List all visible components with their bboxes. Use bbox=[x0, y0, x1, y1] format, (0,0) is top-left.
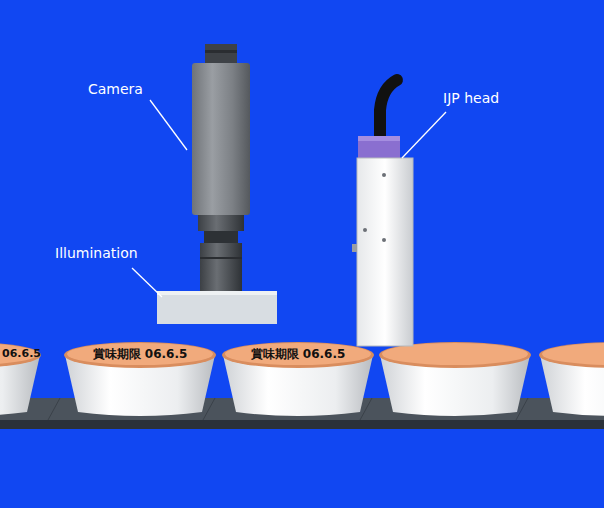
illumination-plate bbox=[157, 291, 277, 324]
conveyor-edge bbox=[0, 420, 604, 429]
ijp-head-label: IJP head bbox=[443, 90, 499, 107]
cups bbox=[0, 342, 604, 416]
ijp-head bbox=[352, 80, 413, 346]
printed-date: 賞味期限 06.6.5 bbox=[251, 347, 346, 361]
illumination-label: Illumination bbox=[55, 245, 138, 262]
leader-lines bbox=[132, 100, 446, 297]
printed-date: 賞味期限 06.6.5 bbox=[93, 347, 188, 361]
printed-date: 06.6.5 bbox=[2, 347, 41, 360]
camera bbox=[192, 44, 250, 291]
camera-label: Camera bbox=[88, 81, 143, 98]
